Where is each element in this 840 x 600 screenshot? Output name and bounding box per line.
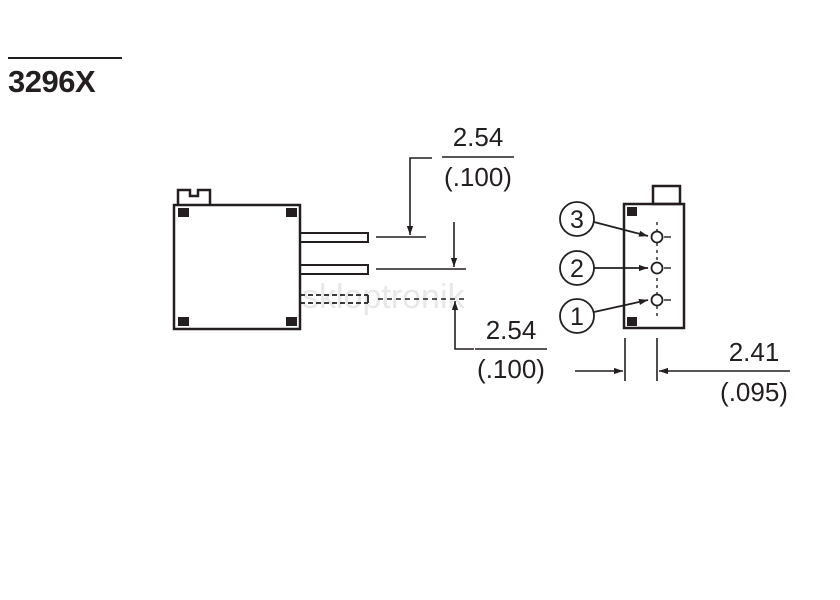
trimmer-body-outline [172, 203, 302, 331]
pin-number-1: 1 [570, 303, 584, 331]
pin-spacing-top-label: 2.54 (.100) [442, 122, 514, 192]
corner-notch [178, 208, 189, 217]
dim-offset-mm: 2.41 [729, 337, 780, 367]
side-view [172, 188, 369, 331]
pin-lead-top [299, 232, 369, 243]
dim-bottom-mm: 2.54 [486, 315, 537, 345]
pin-offset-label: 2.41 (.095) [718, 337, 790, 407]
end-view-notch [627, 207, 637, 216]
pin-lead-middle [299, 264, 369, 275]
part-number-title: 3296X [8, 64, 96, 99]
pin-callout-leader-3 [593, 221, 649, 237]
corner-notch [286, 208, 297, 217]
end-view [622, 184, 686, 330]
watermark-text: skloptronik [302, 278, 466, 316]
pin-hole-1 [650, 293, 664, 307]
title-overline [8, 57, 122, 59]
pin-number-3: 3 [570, 206, 584, 234]
end-view-body-outline [622, 202, 686, 330]
pin-hole-2 [650, 261, 664, 275]
pin-spacing-bottom-label: 2.54 (.100) [475, 315, 547, 384]
end-view-screw-head [651, 184, 682, 206]
pin-spacing-dimensions [376, 157, 474, 350]
pin-callout-leader-1 [593, 298, 649, 313]
pin-number-2: 2 [570, 255, 584, 283]
pin-callout-circle-1 [559, 298, 595, 334]
end-view-notch [627, 317, 637, 326]
dimension-leader-top [406, 157, 432, 235]
dim-top-inch: (.100) [444, 162, 512, 192]
pin-hole-3 [650, 230, 664, 244]
pin-callout-circle-3 [559, 201, 595, 237]
pin-offset-dimension [575, 338, 718, 381]
dim-top-mm: 2.54 [453, 122, 504, 152]
corner-notch [286, 317, 297, 326]
dimension-leader-bottom [451, 301, 474, 350]
adjust-screw-slot [176, 188, 212, 205]
dim-offset-inch: (.095) [720, 377, 788, 407]
corner-notch [178, 317, 189, 326]
dim-bottom-inch: (.100) [477, 354, 545, 384]
pin-callouts [559, 201, 649, 334]
